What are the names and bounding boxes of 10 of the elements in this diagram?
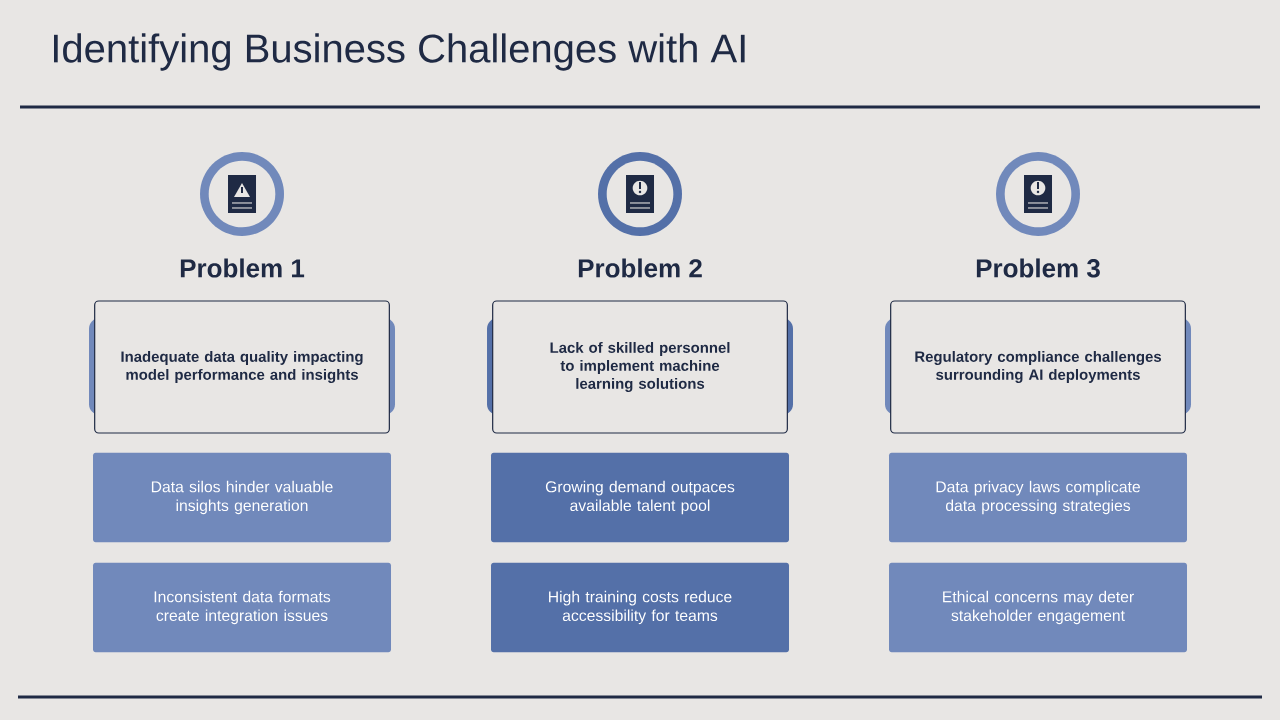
- detail-box: Ethical concerns may deter stakeholder engagement: [889, 562, 1187, 653]
- detail-box: Data privacy laws complicate data processing strategies: [889, 452, 1187, 543]
- title: Identifying Business Challenges with AI: [54, 33, 745, 71]
- detail-box: High training costs reduce accessibility for teams: [491, 562, 789, 653]
- problem-box: Lack of skilled personnel to implement machine learning solutions: [487, 300, 793, 434]
- detail-box: Growing demand outpaces available talent pool: [491, 452, 789, 543]
- detail-box: Data silos hinder valuable insights generation: [93, 452, 391, 543]
- detail-box: Inconsistent data formats create integration issues: [93, 562, 391, 653]
- problem-box: Inadequate data quality impacting model performance and insights: [89, 300, 395, 434]
- problem-box: Regulatory compliance challenges surrounding AI deployments: [885, 300, 1191, 434]
